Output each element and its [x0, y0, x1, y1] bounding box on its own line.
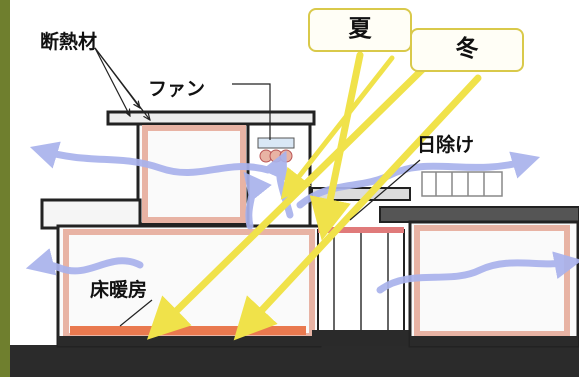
- winter-label-box: 冬: [410, 28, 524, 72]
- airflow-arrow-icon: [376, 251, 579, 294]
- sunshade-leader-line: [349, 159, 421, 221]
- floor-heating-label: 床暖房: [90, 279, 148, 301]
- airflow-arrow-icon: [29, 141, 272, 177]
- fan-leader-line: [232, 83, 271, 140]
- right-house: [379, 206, 579, 348]
- insulation-label: 断熱材: [40, 31, 98, 53]
- sunshade-label: 日除け: [417, 134, 475, 156]
- sun-ray-arrow-icon: [233, 74, 482, 341]
- page-border-strip: [0, 0, 10, 377]
- sun-ray-arrow-icon: [309, 51, 364, 241]
- sun-ray-arrow-icon: [280, 55, 395, 200]
- summer-label-box: 夏: [308, 8, 412, 52]
- fan-label: ファン: [148, 78, 206, 100]
- floor-heating-strip: [70, 326, 306, 335]
- floor-heating-leader-line: [119, 299, 153, 327]
- insulation-leader-line: [94, 47, 150, 120]
- airflow-arrow-icon: [25, 248, 144, 276]
- insulation-leader-line: [94, 47, 130, 116]
- sunshade: [318, 227, 404, 233]
- airflow-arrow-icon: [243, 171, 272, 230]
- ground: [10, 345, 579, 377]
